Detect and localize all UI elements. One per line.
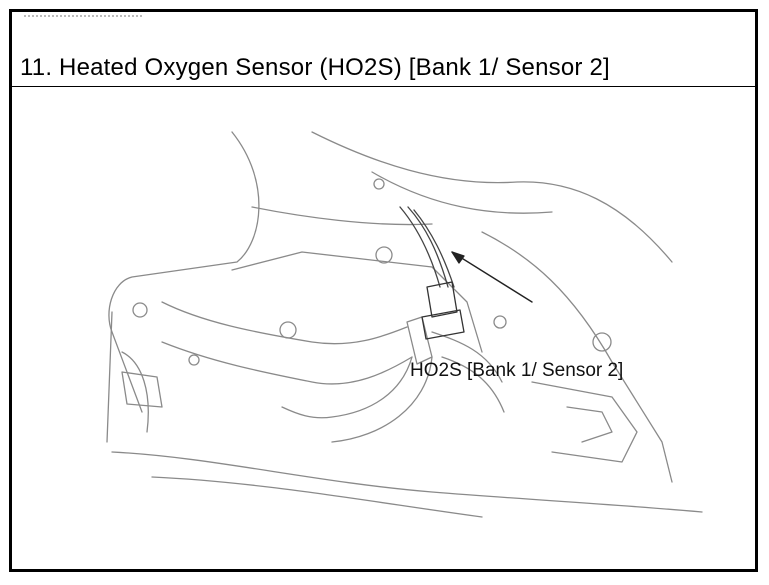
document-frame: 11. Heated Oxygen Sensor (HO2S) [Bank 1/… bbox=[9, 9, 758, 572]
floor-line bbox=[111, 451, 703, 513]
bolt-right-2 bbox=[592, 332, 612, 352]
sensor-wire-c bbox=[413, 209, 455, 288]
faint-header-marks bbox=[24, 15, 142, 21]
header-bar: 11. Heated Oxygen Sensor (HO2S) [Bank 1/… bbox=[12, 12, 755, 87]
mid-panel-outline bbox=[251, 206, 433, 226]
left-structure bbox=[106, 311, 149, 443]
upper-panel-curve bbox=[311, 131, 673, 263]
bolt-right bbox=[493, 315, 507, 329]
bolt-top bbox=[373, 178, 385, 190]
upper-panel-curve-2 bbox=[371, 171, 553, 214]
pipe-right bbox=[431, 331, 505, 413]
exhaust-pipe-lower bbox=[161, 341, 413, 385]
pipe-bend-outer bbox=[331, 356, 433, 443]
sensor-wire-b bbox=[407, 206, 449, 288]
body-panel-outline bbox=[108, 131, 260, 413]
right-frame-rail bbox=[481, 231, 673, 483]
pipe-bend bbox=[281, 356, 413, 419]
sensor-callout-label: HO2S [Bank 1/ Sensor 2] bbox=[410, 360, 624, 381]
exhaust-pipe-upper bbox=[161, 301, 408, 345]
pipe-flange bbox=[406, 316, 433, 365]
left-bolt-base bbox=[121, 371, 163, 408]
bolt-bottom bbox=[188, 354, 200, 366]
sensor-wire-a bbox=[399, 206, 441, 288]
page-title: 11. Heated Oxygen Sensor (HO2S) [Bank 1/… bbox=[20, 54, 610, 81]
bolt-lower bbox=[279, 321, 297, 339]
engine-block-outline bbox=[231, 251, 483, 353]
bolt-mid-left bbox=[375, 246, 393, 264]
floor-line-2 bbox=[151, 476, 483, 518]
engine-illustration bbox=[106, 131, 703, 518]
callout-arrowhead bbox=[451, 251, 465, 264]
o2-sensor-body bbox=[426, 281, 458, 318]
callout-leader bbox=[451, 251, 533, 303]
bolt-left bbox=[132, 302, 148, 318]
right-bracket bbox=[531, 381, 638, 463]
o2-sensor-hex bbox=[421, 309, 465, 340]
right-bracket-inner bbox=[566, 406, 613, 443]
